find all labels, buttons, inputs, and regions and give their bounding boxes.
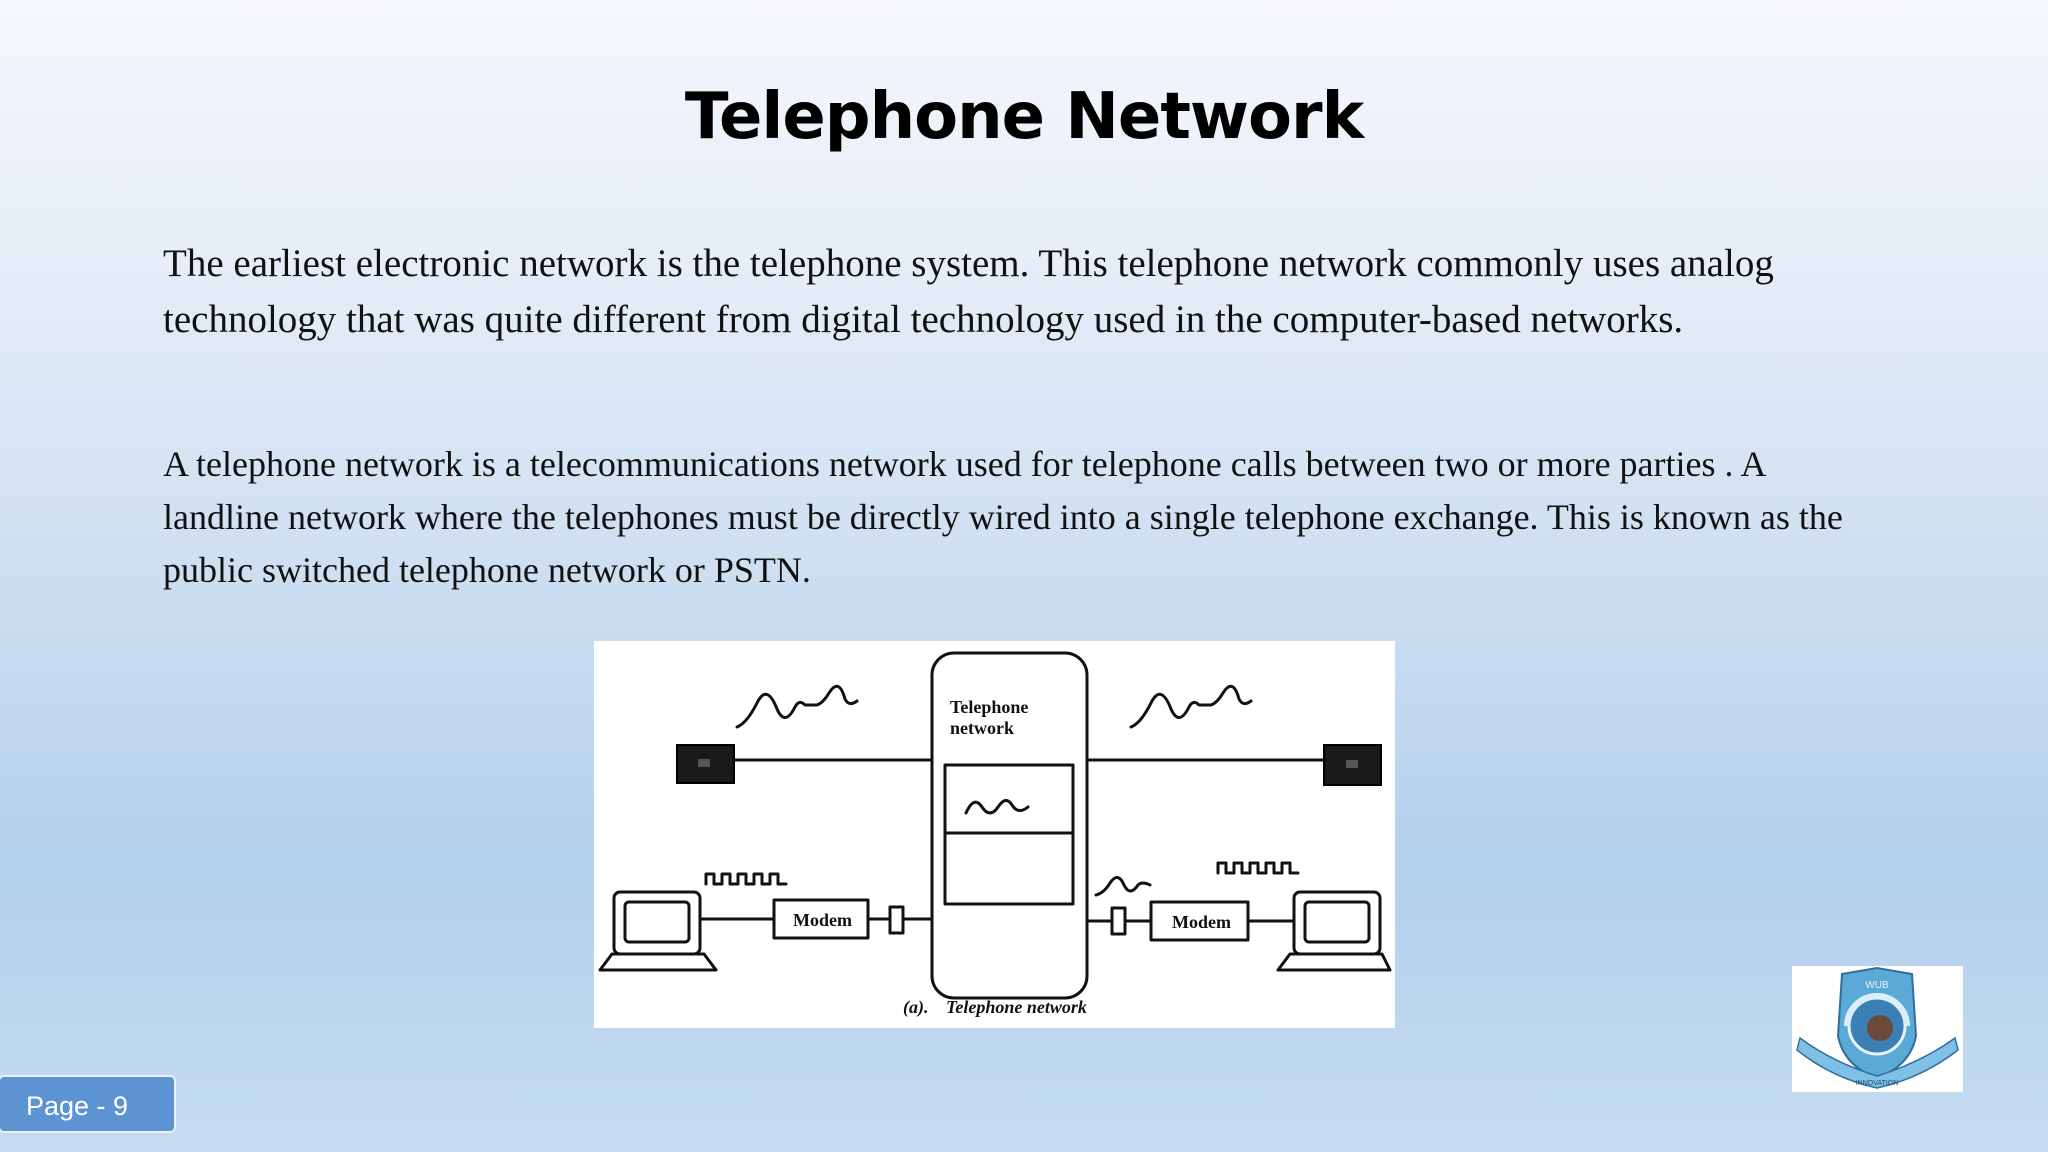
network-inner-top — [943, 763, 1075, 835]
network-box — [930, 651, 1089, 1000]
page-number-badge: Page - 9 — [0, 1075, 176, 1133]
paragraph-pstn: A telephone network is a telecommunicati… — [163, 444, 1843, 590]
paragraph-intro: The earliest electronic network is the t… — [163, 242, 1774, 341]
analog-wave-small — [1094, 876, 1152, 897]
network-label-1: Telephone — [950, 697, 1028, 717]
inner-wave — [964, 799, 1030, 815]
digital-wave-left — [704, 872, 788, 886]
network-inner-bottom — [943, 831, 1075, 906]
university-logo: WUB INNOVATION — [1792, 966, 1963, 1092]
diagram-svg: Telephone network Modem Modem (a). Telep… — [598, 651, 1392, 1018]
caption-text: Telephone network — [946, 997, 1087, 1017]
computer-right-keyboard — [1276, 952, 1392, 972]
computer-left-keyboard — [598, 952, 718, 972]
modem-label-right: Modem — [1172, 912, 1231, 932]
analog-wave-right — [1129, 684, 1253, 729]
caption-prefix: (a). — [903, 997, 929, 1018]
logo-ribbon-center: INNOVATION — [1856, 1080, 1899, 1087]
slide-title: Telephone Network — [684, 80, 1364, 154]
connector-right — [1110, 906, 1127, 936]
logo-svg: WUB INNOVATION — [1796, 966, 1959, 1089]
network-label-2: network — [950, 718, 1014, 738]
modem-label-left: Modem — [793, 910, 852, 930]
telephone-network-diagram: Telephone network Modem Modem (a). Telep… — [594, 641, 1395, 1028]
logo-ribbon — [1796, 1036, 1959, 1089]
digital-wave-right — [1216, 861, 1300, 875]
logo-top-text: WUB — [1865, 980, 1889, 991]
connector-left — [888, 905, 905, 935]
analog-wave-left — [735, 684, 859, 729]
